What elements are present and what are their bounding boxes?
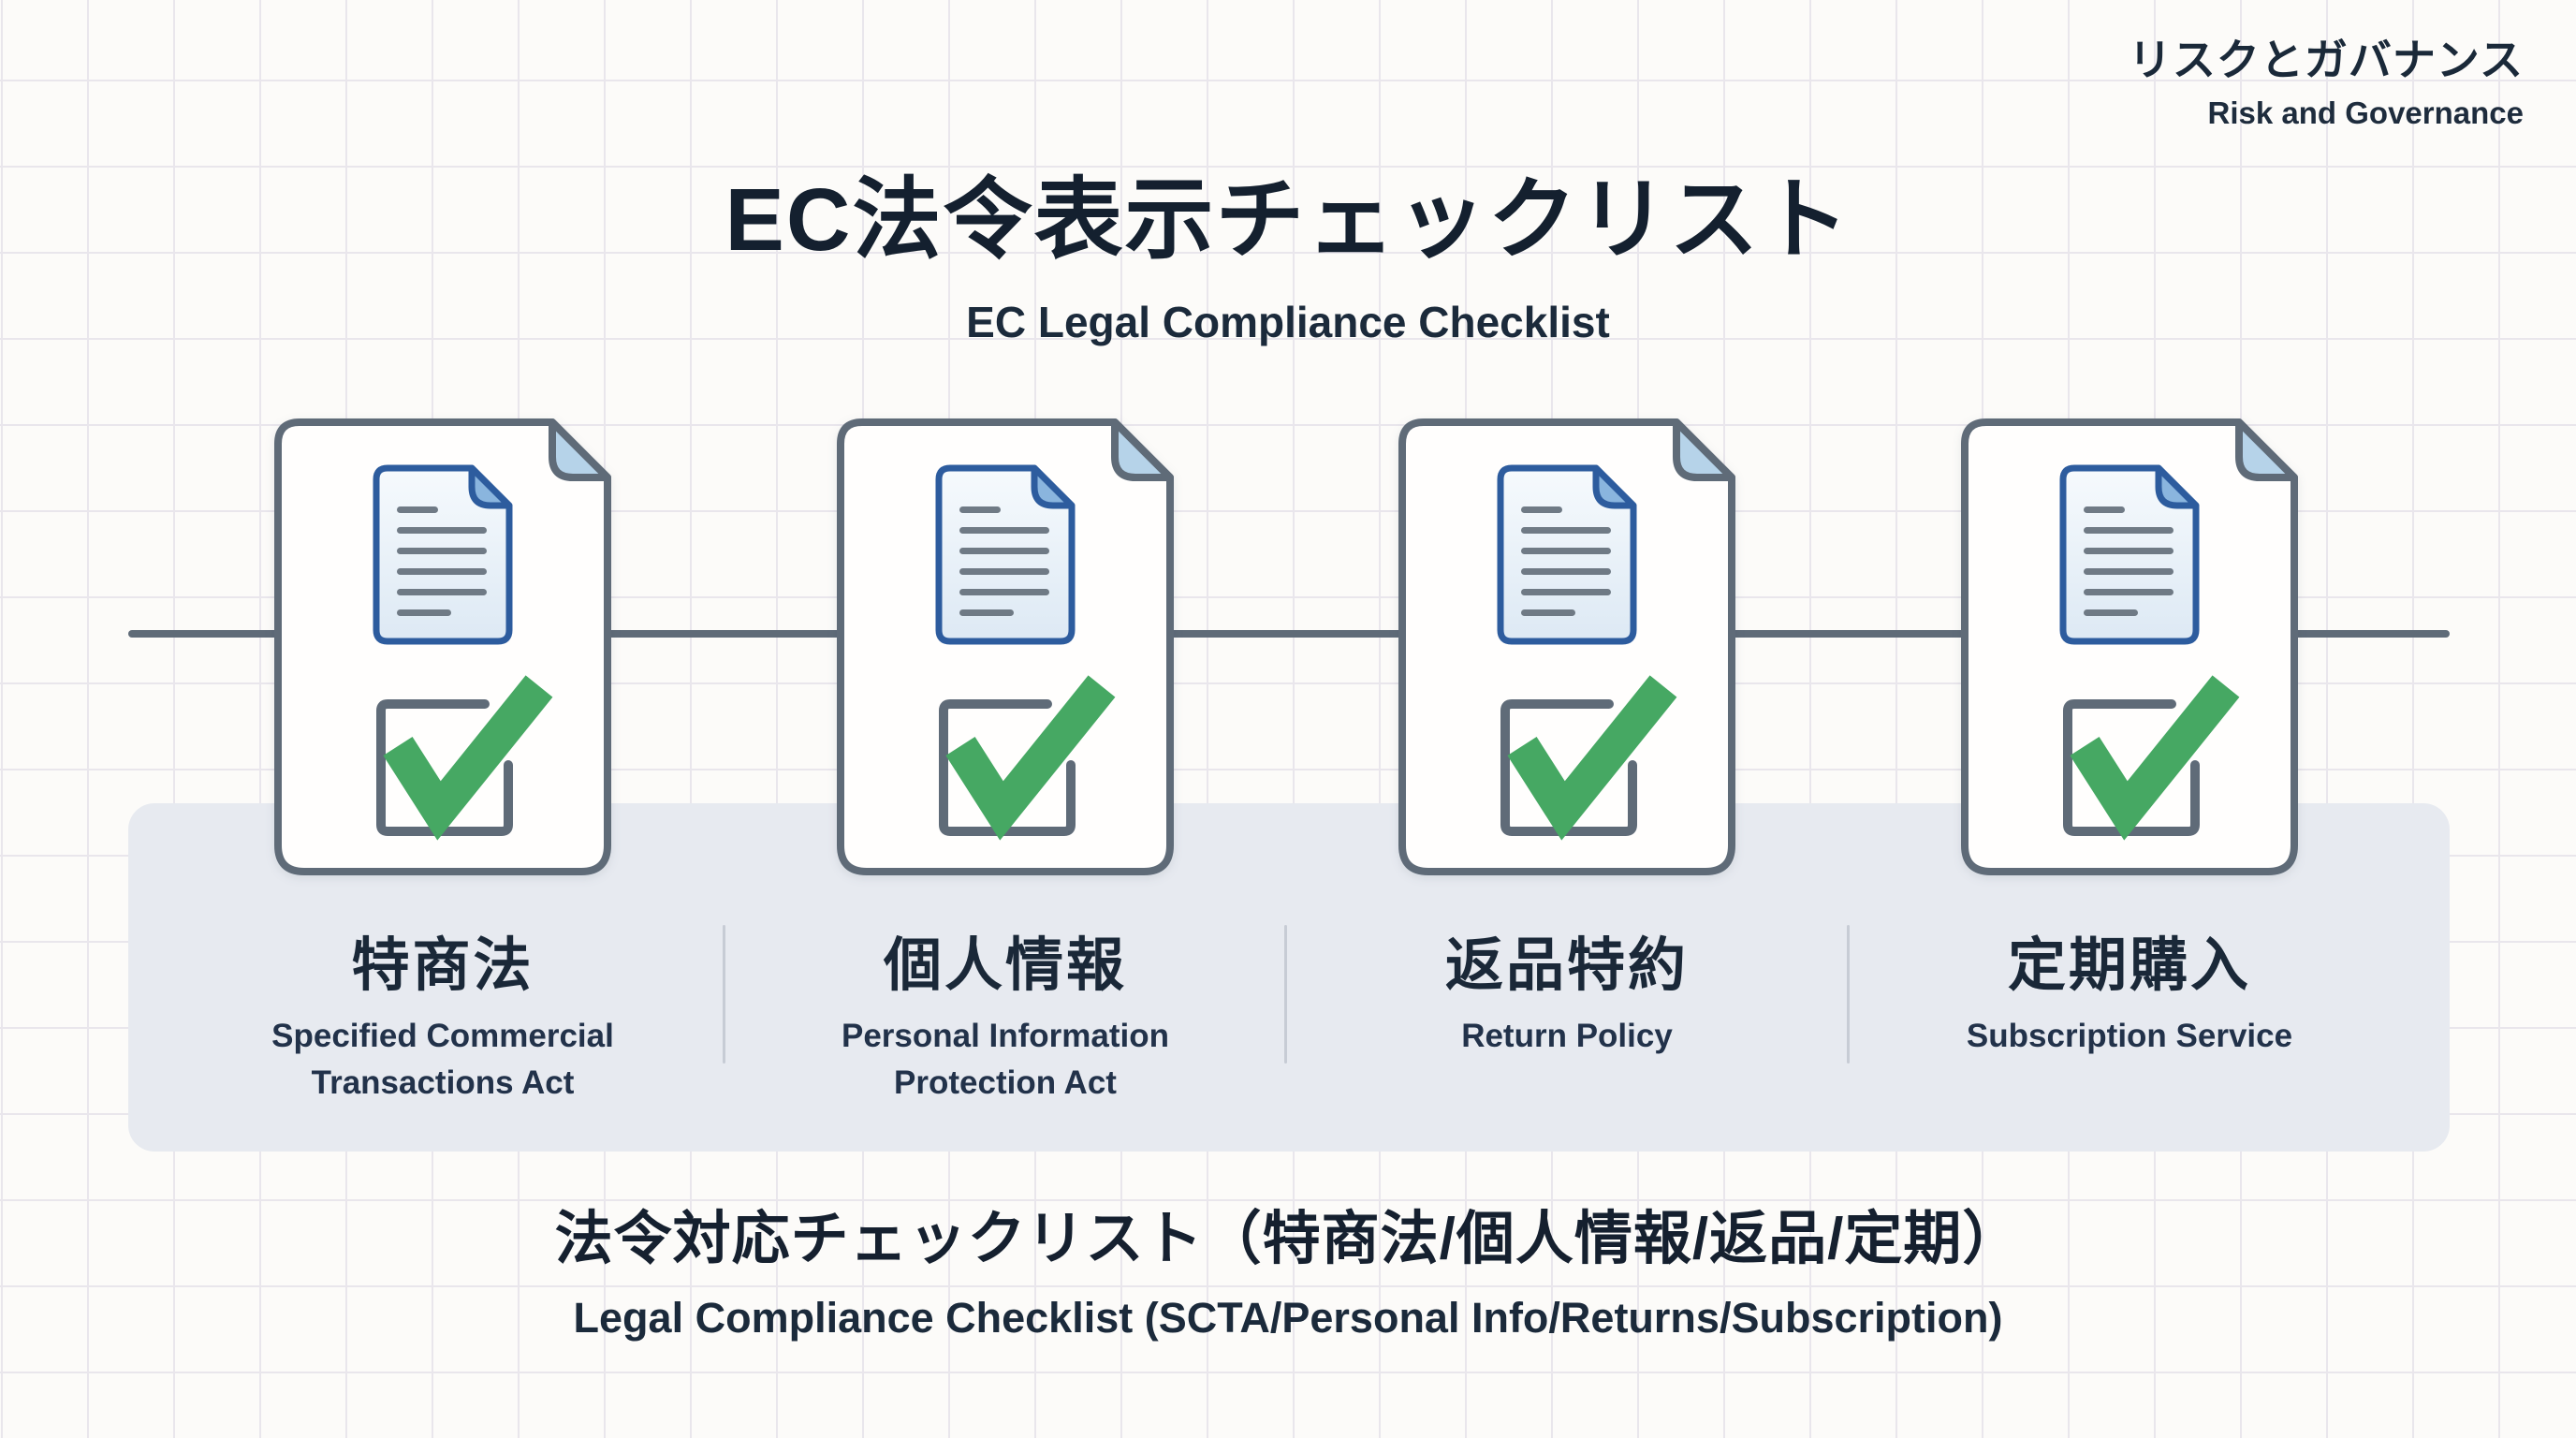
connector-line [128,630,2450,638]
checklist-item-subscription: 定期購入 Subscription Service [1905,418,2354,1060]
item-label-en: Subscription Service [1966,1018,2293,1054]
document-card-icon [1960,418,2299,876]
item-label-jp: 定期購入 [2007,933,2251,998]
caption-en: Legal Compliance Checklist (SCTA/Persona… [573,1294,2003,1342]
page-title-block: EC法令表示チェックリスト EC Legal Compliance Checkl… [0,148,2576,347]
item-label-jp: 返品特約 [1444,933,1689,998]
label-divider [1847,925,1850,1064]
label-divider [1284,925,1287,1064]
brand-block: リスクとガバナンス Risk and Governance [2129,26,2524,131]
caption-jp: 法令対応チェックリスト（特商法/個人情報/返品/定期） [554,1207,2022,1271]
brand-title-jp: リスクとガバナンス [2128,36,2524,84]
brand-title-en: Risk and Governance [2207,95,2524,130]
item-label-jp: 個人情報 [883,933,1127,998]
document-card-icon [836,418,1175,876]
item-label-en: Return Policy [1461,1018,1673,1054]
document-card-icon [1398,418,1736,876]
page-subtitle-en: EC Legal Compliance Checklist [966,298,1610,346]
document-card-icon [273,418,612,876]
bottom-caption-block: 法令対応チェックリスト（特商法/個人情報/返品/定期） Legal Compli… [0,1191,2576,1343]
item-label-jp: 特商法 [351,933,534,998]
checklist-item-return-policy: 返品特約 Return Policy [1342,418,1792,1060]
label-divider [723,925,725,1064]
item-label-en: Personal Information Protection Act [841,1018,1170,1101]
checklist-item-personal-info: 個人情報 Personal Information Protection Act [781,418,1230,1106]
checklist-item-scta: 特商法 Specified Commercial Transactions Ac… [218,418,667,1106]
page-title-jp: EC法令表示チェックリスト [724,170,1852,270]
item-label-en: Specified Commercial Transactions Act [271,1018,614,1101]
